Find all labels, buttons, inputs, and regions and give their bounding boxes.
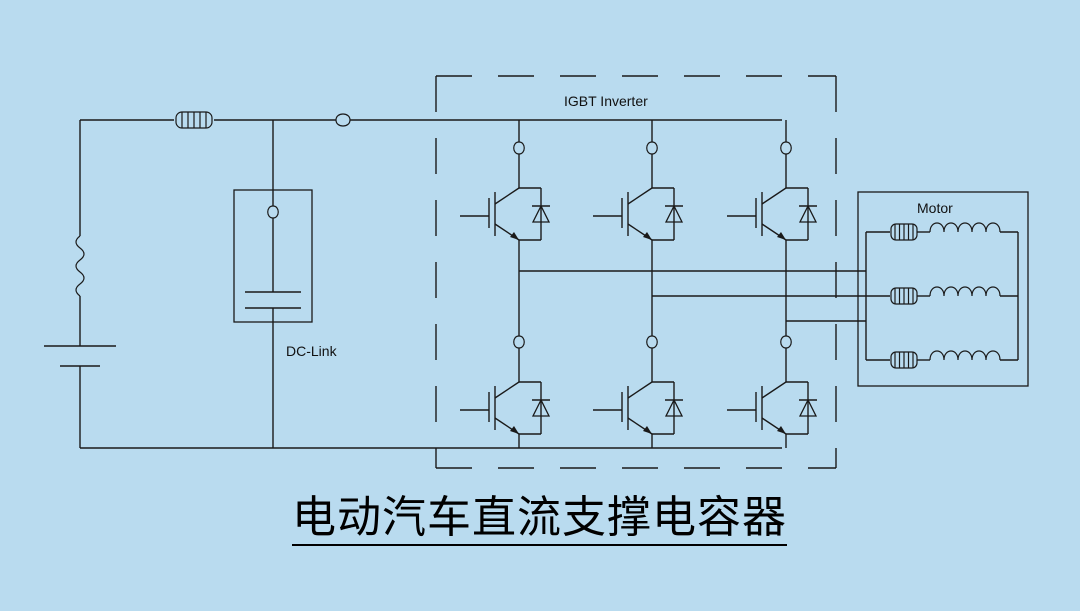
inverter-legs bbox=[460, 120, 818, 448]
igbt-upper-1 bbox=[460, 187, 551, 241]
igbt-upper-2 bbox=[593, 187, 684, 241]
motor-winding-1 bbox=[890, 222, 1018, 241]
igbt-lower-3 bbox=[727, 381, 818, 435]
diagram-title: 电动汽车直流支撑电容器 bbox=[292, 492, 787, 546]
motor-winding-2 bbox=[890, 286, 1018, 305]
igbt-upper-3 bbox=[727, 187, 818, 241]
inverter-leg-2 bbox=[593, 120, 684, 448]
left-wire bbox=[75, 120, 85, 448]
motor-box bbox=[857, 191, 1029, 387]
battery bbox=[44, 345, 116, 367]
dc-link-capacitor bbox=[233, 120, 313, 448]
motor-winding-3 bbox=[890, 350, 1018, 369]
motor-windings bbox=[890, 222, 1018, 369]
inverter-label: IGBT Inverter bbox=[564, 93, 648, 109]
inverter-leg-3 bbox=[727, 120, 818, 448]
input-inductor bbox=[175, 111, 213, 129]
motor-label: Motor bbox=[917, 200, 953, 216]
inverter-enclosure bbox=[435, 75, 837, 469]
stray-inductance-top bbox=[335, 113, 351, 127]
inverter-leg-1 bbox=[460, 120, 551, 448]
igbt-lower-2 bbox=[593, 381, 684, 435]
dc-link-label: DC-Link bbox=[286, 343, 337, 359]
phase-output-wires bbox=[519, 270, 866, 322]
igbt-lower-1 bbox=[460, 381, 551, 435]
